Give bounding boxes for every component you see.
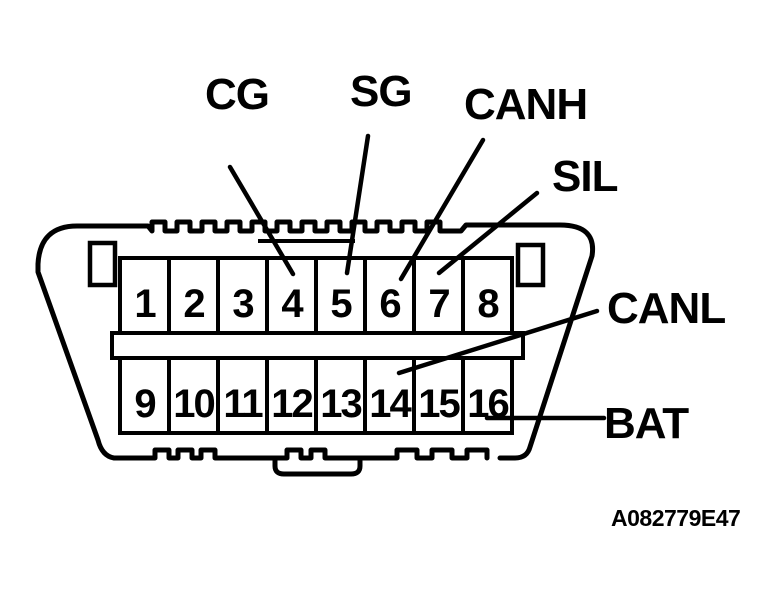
callout-label-cg: CG — [205, 70, 270, 119]
sil-callout-line — [436, 190, 540, 276]
pin-number: 13 — [320, 382, 363, 426]
pin-number: 9 — [134, 382, 156, 426]
pin-number: 16 — [467, 382, 510, 426]
callout-label-canh: CANH — [464, 80, 588, 129]
pin-number: 14 — [369, 382, 412, 426]
cg-callout-line — [227, 164, 296, 277]
pin-number: 3 — [232, 282, 254, 326]
sg-callout-line — [344, 133, 371, 276]
callout-label-bat: BAT — [604, 399, 689, 448]
callout-label-sil: SIL — [552, 152, 618, 201]
pin-number: 6 — [379, 282, 401, 326]
connector-shell — [35, 219, 596, 461]
canh-callout-line — [398, 137, 486, 282]
pin-number: 4 — [281, 282, 303, 326]
callout-label-canl: CANL — [607, 284, 726, 333]
pin-row-2-dividers — [167, 358, 465, 433]
pin-number: 15 — [418, 382, 461, 426]
pin-number: 5 — [330, 282, 352, 326]
pin-number: 7 — [428, 282, 450, 326]
latch-slot-right — [515, 242, 546, 288]
latch-slot-left — [87, 240, 118, 288]
pin-number: 12 — [271, 382, 314, 426]
alignment-tab — [272, 458, 363, 477]
pin-number: 10 — [173, 382, 216, 426]
pin-number: 8 — [477, 282, 499, 326]
pin-number: 11 — [223, 382, 263, 426]
canl-callout-line — [396, 308, 600, 376]
figure-id: A082779E47 — [611, 505, 741, 531]
callout-label-sg: SG — [350, 67, 413, 116]
pin-number: 2 — [183, 282, 205, 326]
pin-number: 1 — [134, 282, 156, 326]
pin-row-1-dividers — [167, 258, 465, 333]
center-bar — [110, 331, 525, 360]
